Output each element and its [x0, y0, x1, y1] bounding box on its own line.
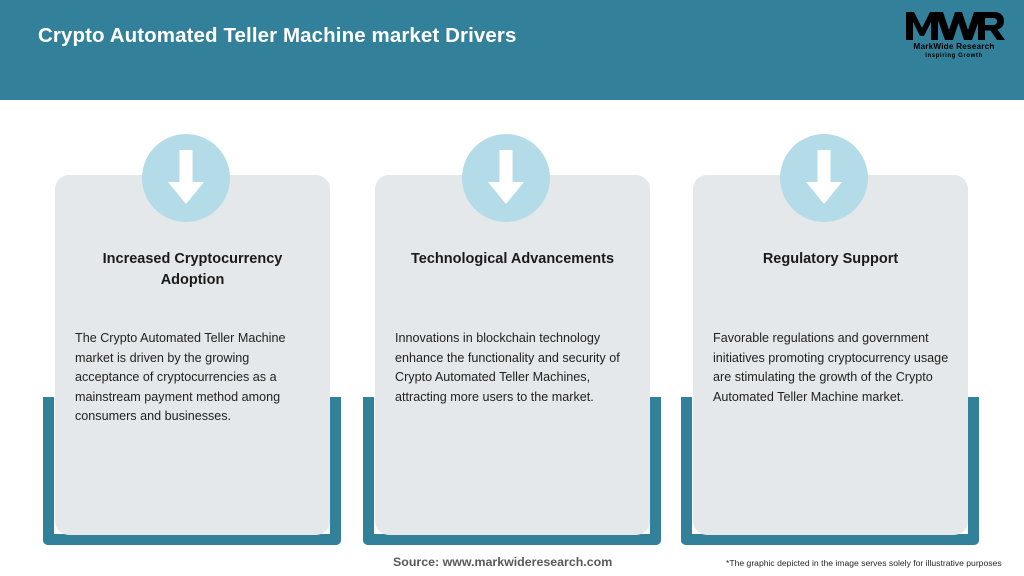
- logo-tagline: Inspiring Growth: [925, 53, 983, 59]
- driver-column-1: Increased Cryptocurrency Adoption The Cr…: [32, 100, 352, 550]
- driver-card-title-3: Regulatory Support: [762, 251, 899, 267]
- teal-bracket-3: [681, 397, 979, 545]
- down-arrow-badge-1: [142, 134, 230, 222]
- footer-disclaimer: *The graphic depicted in the image serve…: [726, 558, 1002, 568]
- down-arrow-badge-3: [780, 134, 868, 222]
- down-arrow-icon: [488, 150, 524, 204]
- driver-card-body-3: Favorable regulations and government ini…: [713, 331, 949, 404]
- logo-company-name: MarkWide Research: [913, 42, 995, 51]
- mwr-logo-icon: [906, 12, 1005, 40]
- teal-bracket-1: [43, 397, 341, 545]
- footer-source[interactable]: Source: www.markwideresearch.com: [393, 555, 613, 569]
- driver-card-2[interactable]: Technological Advancements Innovations i…: [375, 175, 650, 535]
- page-title: Crypto Automated Teller Machine market D…: [38, 24, 517, 47]
- driver-card-title-2: Technological Advancements: [410, 251, 615, 267]
- down-arrow-icon: [806, 150, 842, 204]
- driver-card-title-1: Increased Cryptocurrency Adoption: [102, 251, 283, 288]
- down-arrow-icon: [168, 150, 204, 204]
- driver-column-3: Regulatory Support Favorable regulations…: [670, 100, 990, 550]
- driver-card-body-1: The Crypto Automated Teller Machine mark…: [75, 331, 286, 423]
- driver-column-2: Technological Advancements Innovations i…: [352, 100, 672, 550]
- teal-bracket-2: [363, 397, 661, 545]
- down-arrow-badge-2: [462, 134, 550, 222]
- page-header: Crypto Automated Teller Machine market D…: [0, 0, 1024, 100]
- driver-card-3[interactable]: Regulatory Support Favorable regulations…: [693, 175, 968, 535]
- drivers-container: Increased Cryptocurrency Adoption The Cr…: [0, 100, 1024, 576]
- driver-card-body-2: Innovations in blockchain technology enh…: [395, 331, 620, 404]
- markwide-research-logo: MarkWide Research Inspiring Growth: [902, 8, 1006, 64]
- driver-card-1[interactable]: Increased Cryptocurrency Adoption The Cr…: [55, 175, 330, 535]
